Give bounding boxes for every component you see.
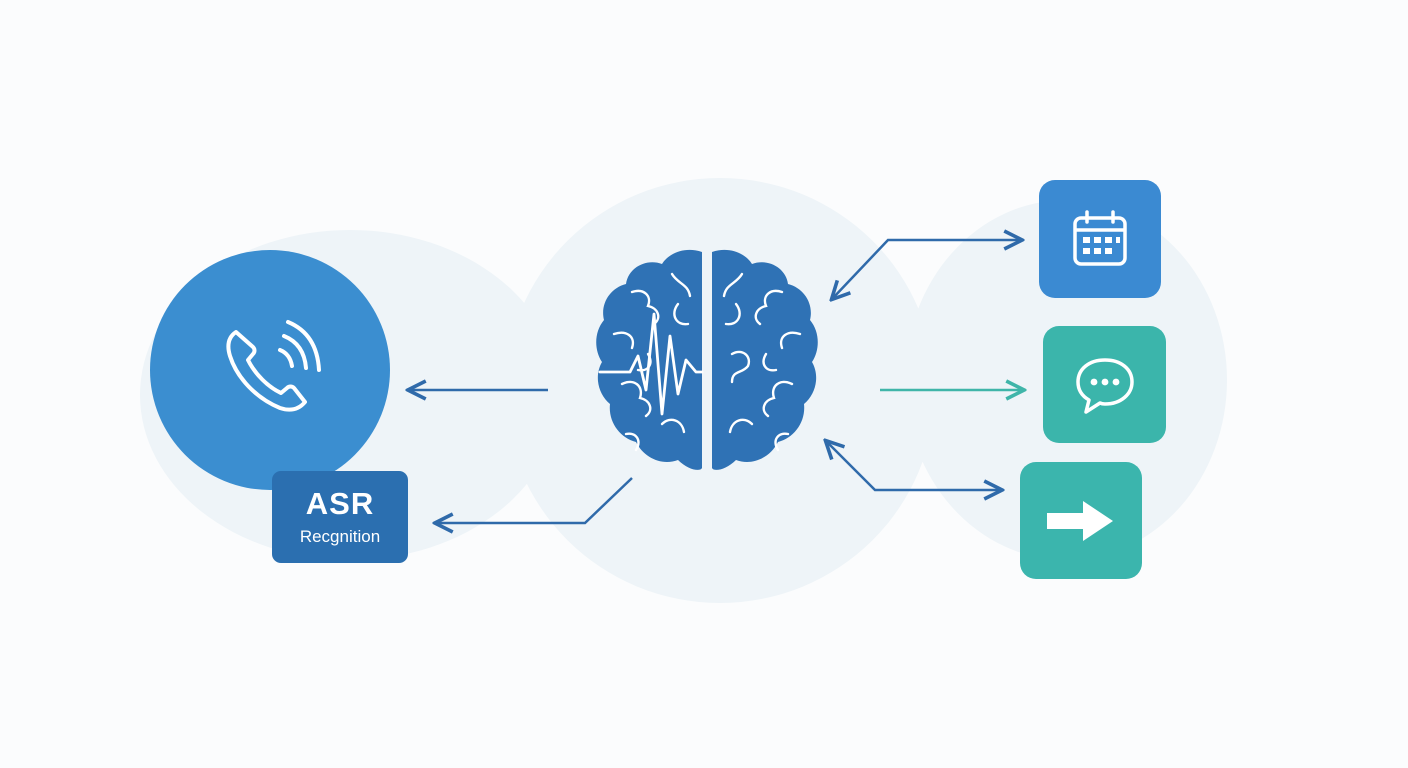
- arrow-next-brain: [827, 442, 1000, 490]
- arrow-calendar-brain: [833, 240, 1020, 298]
- arrow-brain-to-asr: [437, 477, 633, 523]
- phone-ringing-icon: [226, 320, 321, 412]
- calendar-icon: [1073, 210, 1127, 266]
- phone-node: [150, 250, 390, 490]
- arrow-right-icon: [1047, 500, 1113, 541]
- next-step-tile: [1020, 462, 1142, 579]
- asr-title: ASR: [305, 486, 375, 521]
- calendar-tile: [1039, 180, 1161, 298]
- chat-bubble-icon: [1075, 357, 1134, 414]
- asr-subtitle: Recgnition: [299, 527, 381, 546]
- chat-tile: [1043, 326, 1166, 443]
- brain-heartbeat-icon: [596, 249, 818, 470]
- asr-recognition-box: ASR Recgnition: [272, 471, 408, 563]
